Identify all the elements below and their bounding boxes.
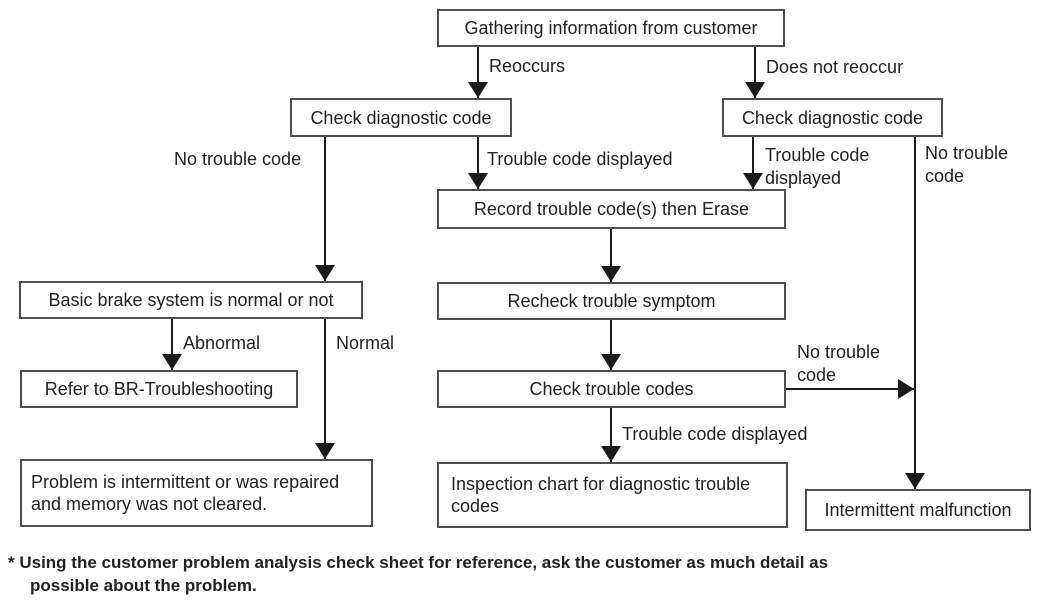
arrowhead-down-icon	[601, 266, 621, 282]
arrowhead-down-icon	[743, 173, 763, 189]
node-inspection-chart: Inspection chart for diagnostic trouble …	[437, 462, 788, 528]
arrowhead-down-icon	[601, 354, 621, 370]
edge-label-trouble-code-displayed-right: Trouble code displayed	[765, 145, 870, 188]
connector-check-codes-to-inspection	[610, 408, 612, 462]
arrowhead-down-icon	[468, 173, 488, 189]
edge-label-no-trouble-code-left: No trouble code	[174, 149, 302, 169]
edge-label-normal: Normal	[336, 333, 395, 353]
node-check-diagnostic-code-left: Check diagnostic code	[290, 98, 512, 137]
arrowhead-down-icon	[468, 82, 488, 98]
footnote-line-2: possible about the problem.	[30, 576, 257, 595]
arrowhead-right-icon	[898, 379, 914, 399]
connector-checkleft-to-basic-brake	[324, 137, 326, 281]
arrowhead-down-icon	[315, 265, 335, 281]
node-refer-to-br-troubleshooting: Refer to BR-Troubleshooting	[20, 370, 298, 408]
footnote: * Using the customer problem analysis ch…	[8, 551, 998, 597]
connector-record-to-recheck	[610, 229, 612, 282]
node-check-diagnostic-code-right: Check diagnostic code	[722, 98, 943, 137]
node-recheck-trouble-symptom: Recheck trouble symptom	[437, 282, 786, 320]
arrowhead-down-icon	[745, 82, 765, 98]
edge-label-no-trouble-code-right: No trouble code	[925, 143, 1009, 186]
edge-label-no-trouble-code-middle: No trouble code	[797, 342, 881, 385]
node-gathering-information: Gathering information from customer	[437, 9, 785, 47]
connector-recheck-to-check-codes	[610, 320, 612, 370]
connector-checkright-to-intermittent-malfunction	[914, 137, 916, 489]
edge-label-trouble-code-displayed-bottom: Trouble code displayed	[622, 424, 808, 444]
connector-checkleft-to-record	[477, 137, 479, 189]
node-check-trouble-codes: Check trouble codes	[437, 370, 786, 408]
connector-checkright-to-record	[752, 137, 754, 189]
arrowhead-down-icon	[601, 446, 621, 462]
node-record-trouble-codes-then-erase: Record trouble code(s) then Erase	[437, 189, 786, 229]
connector-gathering-to-check-right	[754, 47, 756, 98]
node-intermittent-malfunction: Intermittent malfunction	[805, 489, 1031, 531]
connector-check-codes-to-no-trouble-line	[786, 388, 914, 390]
edge-label-trouble-code-displayed-left: Trouble code displayed	[487, 149, 673, 169]
edge-label-abnormal: Abnormal	[183, 333, 261, 353]
node-problem-intermittent: Problem is intermittent or was repaired …	[20, 459, 373, 527]
node-basic-brake-system-normal: Basic brake system is normal or not	[19, 281, 363, 319]
connector-gathering-to-check-left	[477, 47, 479, 98]
connector-basic-brake-to-problem	[324, 319, 326, 459]
arrowhead-down-icon	[315, 443, 335, 459]
edge-label-reoccurs: Reoccurs	[489, 56, 566, 76]
edge-label-does-not-reoccur: Does not reoccur	[766, 57, 904, 77]
footnote-line-1: * Using the customer problem analysis ch…	[8, 553, 829, 572]
connector-basic-brake-to-refer-br	[171, 319, 173, 370]
arrowhead-down-icon	[905, 473, 925, 489]
arrowhead-down-icon	[162, 354, 182, 370]
